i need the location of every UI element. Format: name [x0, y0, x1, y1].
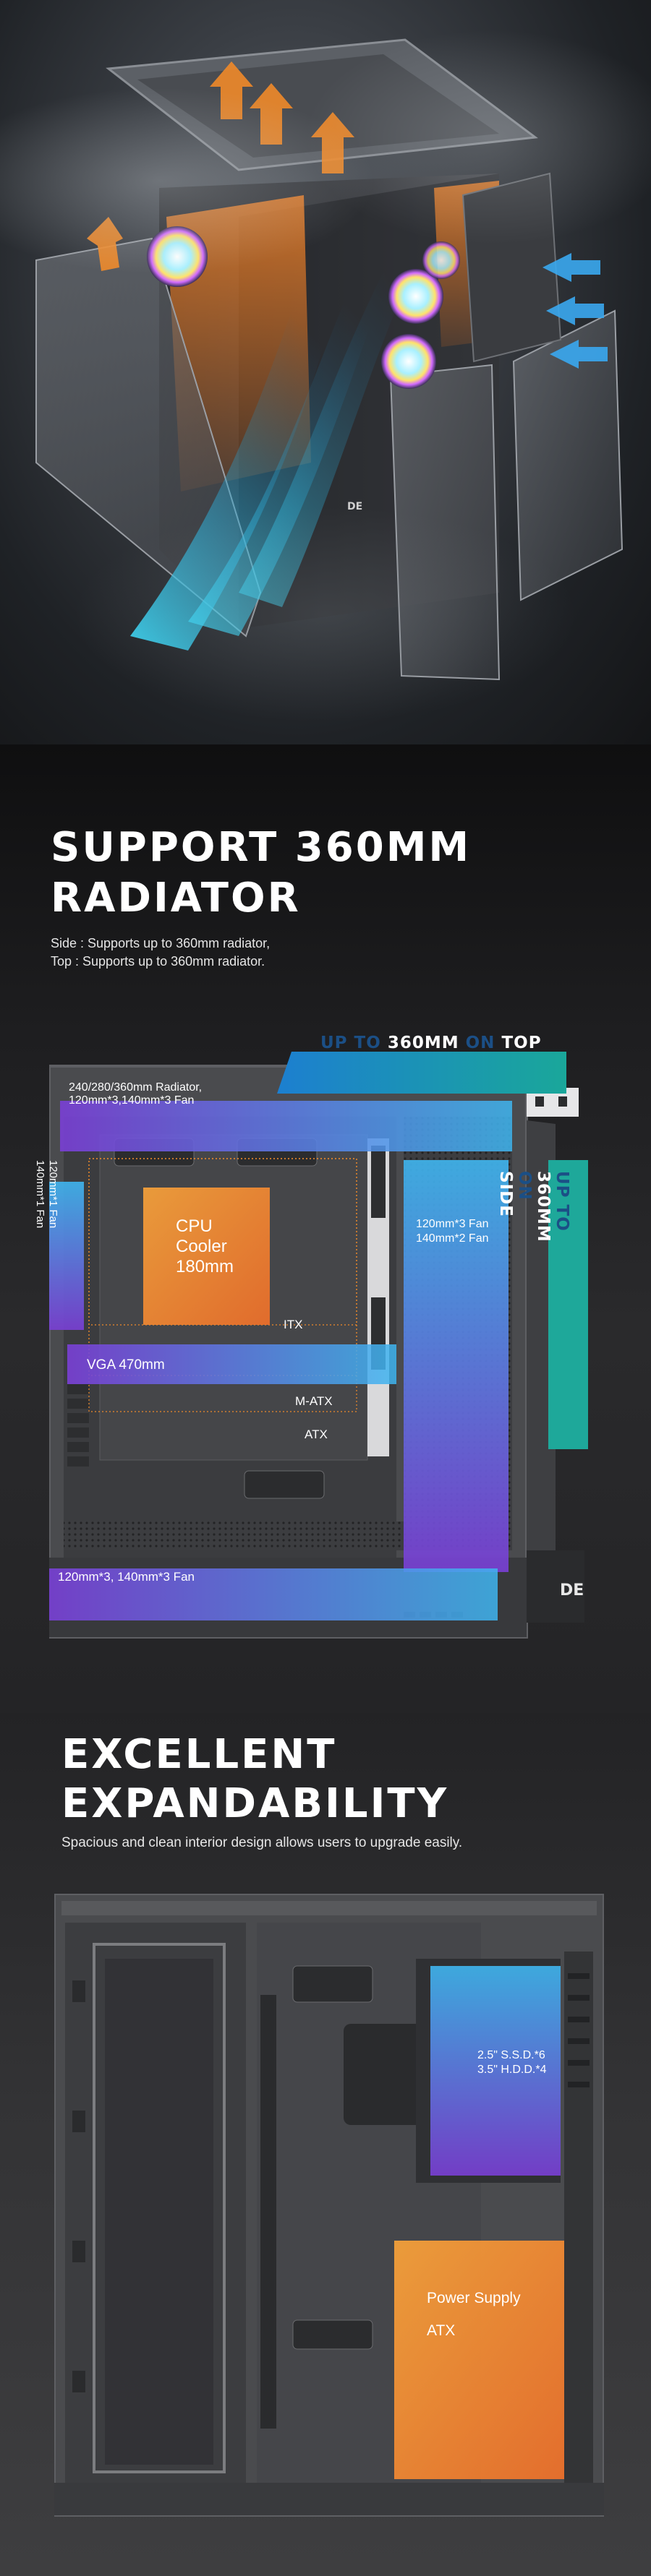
expand-desc: Spacious and clean interior design allow… [61, 1835, 463, 1850]
case-logo: DE [347, 501, 362, 512]
itx-label: ITX [284, 1318, 303, 1331]
top-radiator-tag: UP TO 360MM ON TOP [320, 1034, 542, 1052]
matx-label: M-ATX [295, 1394, 333, 1408]
rear-fan-label-line1: 120mm*1 Fan [47, 1160, 59, 1229]
top-radiator-label-line1: 240/280/360mm Radiator, [69, 1081, 203, 1094]
smoke-effect [0, 87, 376, 275]
expand-heading-line2: EXPANDABILITY [61, 1780, 449, 1827]
top-tag-where: TOP [501, 1034, 542, 1052]
intake-arrow-icon [542, 253, 608, 369]
vga-label: VGA 470mm [87, 1357, 165, 1373]
side-tag-size: 360MM [534, 1171, 553, 1242]
exhaust-arrow-icon [87, 61, 354, 271]
rgb-fan-icon [381, 334, 436, 389]
rgb-fan-icon [422, 241, 460, 279]
cpu-cooler-label-line3: 180mm [176, 1257, 234, 1276]
radiator-desc-line2: Top : Supports up to 360mm radiator. [51, 954, 265, 969]
radiator-desc-line1: Side : Supports up to 360mm radiator, [51, 936, 271, 950]
smoke-effect [304, 29, 651, 246]
top-tag-size: 360MM [387, 1034, 459, 1052]
radiator-heading-line1: SUPPORT 360MM [51, 824, 472, 871]
smoke-effect [72, 506, 579, 723]
case-interior-radiator-image [49, 1052, 588, 1639]
cpu-cooler-label-line2: Cooler [176, 1237, 227, 1256]
rgb-fan-icon [147, 226, 208, 287]
psu-label-line1: Power Supply [427, 2290, 521, 2306]
expand-heading-line1: EXCELLENT [61, 1731, 337, 1778]
side-fan-label-line1: 120mm*3 Fan [416, 1218, 489, 1230]
drive-label-line2: 3.5" H.D.D.*4 [477, 2064, 547, 2076]
side-tag-on: ON [515, 1171, 534, 1201]
side-fan-label-line2: 140mm*2 Fan [416, 1232, 489, 1245]
drive-label-line1: 2.5" S.S.D.*6 [477, 2049, 545, 2061]
side-tag-upto: UP TO [553, 1171, 571, 1232]
side-tag-where: SIDE [496, 1171, 515, 1217]
case-rear-interior-image [54, 1894, 604, 2517]
radiator-heading-line2: RADIATOR [51, 875, 301, 922]
cpu-cooler-label-line1: CPU [176, 1216, 213, 1236]
top-radiator-label-line2: 120mm*3,140mm*3 Fan [69, 1094, 195, 1107]
top-tag-upto: UP TO [320, 1034, 381, 1052]
exploded-case-illustration: DE [35, 38, 624, 681]
atx-label: ATX [305, 1427, 328, 1441]
rear-fan-label-line2: 140mm*1 Fan [34, 1160, 46, 1229]
psu-label-line2: ATX [427, 2322, 456, 2339]
case-front-logo: DE [560, 1581, 584, 1600]
top-tag-on: ON [465, 1034, 495, 1052]
hero-airflow-image: DE [0, 0, 651, 744]
bottom-fan-label: 120mm*3, 140mm*3 Fan [58, 1570, 195, 1584]
side-radiator-tag: UP TO 360MM ON SIDE [496, 1171, 571, 1250]
